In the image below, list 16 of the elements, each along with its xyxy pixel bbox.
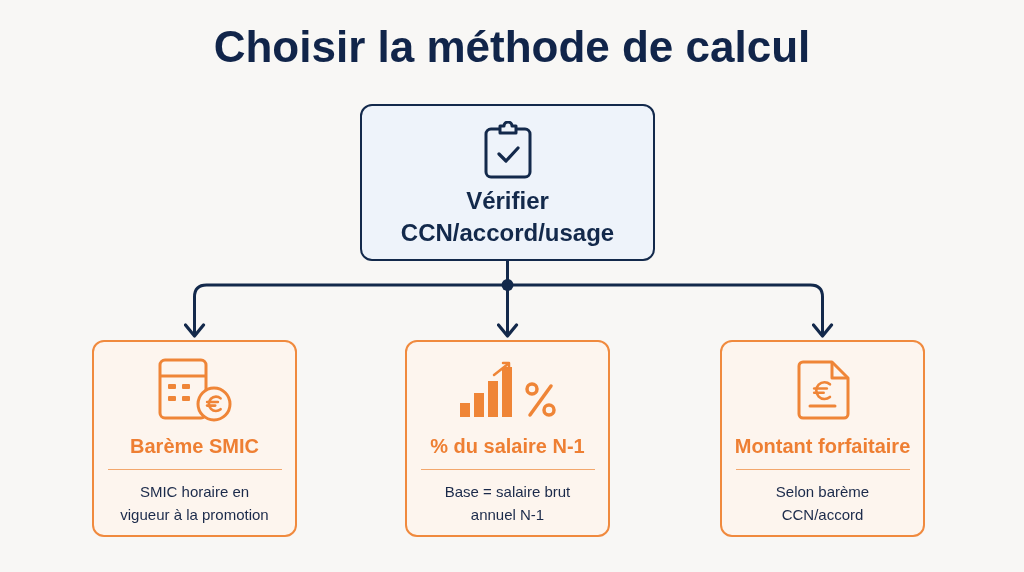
method-card [720, 340, 925, 537]
card-heading: % du salaire N-1 [430, 434, 585, 459]
card-heading: Montant forfaitaire [734, 434, 911, 459]
method-card [405, 340, 610, 537]
connector-line [501, 261, 514, 291]
card-heading: Barème SMIC [130, 434, 259, 459]
connector-arrow [507, 283, 834, 338]
step-box [360, 104, 655, 261]
step-title: Vérifier CCN/accord/usage [399, 186, 616, 248]
diagram-title: Choisir la méthode de calcul [213, 21, 811, 73]
card-description: SMIC horaire en vigueur à la promotion [119, 482, 270, 525]
connector-arrow [183, 283, 508, 338]
connector-arrow [496, 285, 519, 338]
card-description: Selon barème CCN/accord [774, 482, 871, 525]
method-card [92, 340, 297, 537]
card-description: Base = salaire brut annuel N-1 [443, 482, 572, 525]
